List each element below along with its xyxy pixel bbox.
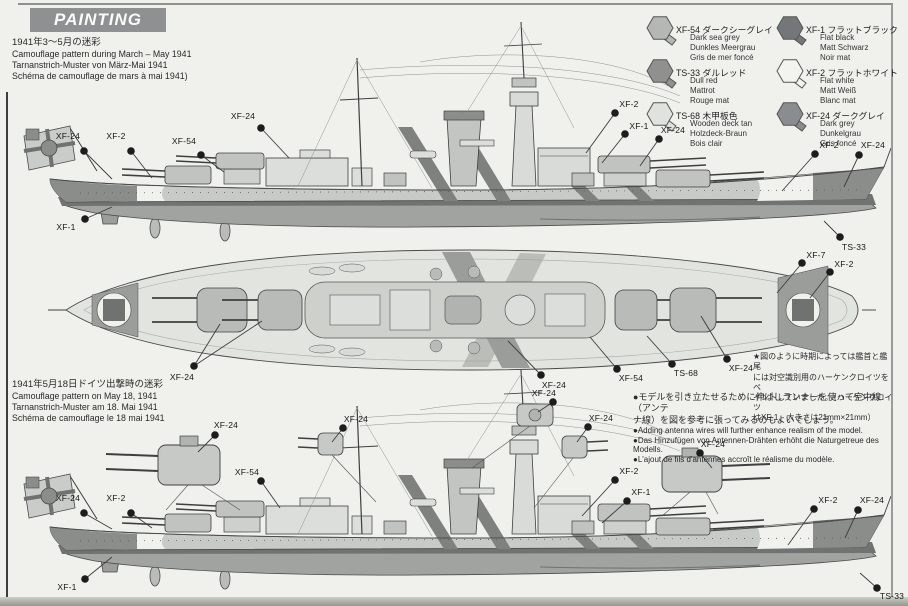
callout-dot [81,575,89,583]
paint-name: Holzdeck-Braun [690,129,747,138]
callout-dot [339,424,347,432]
callout-dot [537,371,545,379]
page-edge-top [18,3,893,5]
swastika-note: ★図のように時期によっては艦首と艦尾には対空識別用のハーケンクロイツをペイントし… [753,352,895,423]
paint-code: XF-2 フラットホワイト [806,68,898,78]
antenna-wire-note: ●モデルを引き立たせるために伸ばしランナーを使って空中線（アンテナ線）を図を参考… [633,392,895,464]
page-edge-right [891,4,893,597]
callout-dot [655,135,663,143]
paint-name: Flat white [820,76,855,85]
note-line: Camouflage pattern on May 18, 1941 [12,391,158,401]
plan-view [48,249,876,371]
callout-dot [127,509,135,517]
note-line: ●Das Hinzufügen von Antennen-Drähten erh… [633,435,879,455]
paint-chip-icon [646,16,677,46]
paint-chip-icon [776,16,807,46]
callout-dot [197,151,205,159]
callout-dot [127,147,135,155]
callout-dot [190,362,198,370]
paint-code: XF-24 ダークグレイ [806,111,885,121]
note-line: Schéma de camouflage de mars à mai 1941) [12,71,188,81]
note-line: Tarnanstrich-Muster von März-Mai 1941 [12,60,168,70]
paint-name: Dunkles Meergrau [690,43,756,52]
callout-dot [611,109,619,117]
callout-dot [257,477,265,485]
paint-name: Bois clair [690,139,723,148]
callout-dot [668,360,676,368]
callout-dot [80,147,88,155]
paint-name: Gris de mer foncé [690,53,754,62]
callout-dot [211,431,219,439]
paint-name: Rouge mat [690,96,730,105]
aa-mount-detail-left [297,432,377,503]
note-line: ★図のように時期によっては艦首と艦尾 [753,352,888,371]
turret-detail-forward [105,435,241,511]
note-line: Tarnanstrich-Muster am 18. Mai 1941 [12,402,158,412]
paint-name: Flat black [820,33,855,42]
callout-dot [81,215,89,223]
painting-section-header: PAINTING [30,8,166,32]
callout-dot [696,449,704,457]
page-title: PAINTING [54,10,142,29]
paint-chip-icon [646,102,677,132]
turret-detail-aft [661,447,771,517]
callout-dot [611,476,619,484]
callout-dot [855,151,863,159]
callout-dot [811,150,819,158]
paint-name: Noir mat [820,53,851,62]
paint-chip-icon [646,59,677,89]
callout-dot [549,398,557,406]
callout-dot [723,355,731,363]
page-edge-bottom [0,597,908,606]
callout-dot [810,505,818,513]
paint-name: Gris foncé [820,139,857,148]
paint-name: Wooden deck tan [690,119,753,128]
paint-name: Blanc mat [820,96,856,105]
paint-name: Matt Weiß [820,86,857,95]
note-line: 1941年5月18日ドイツ出撃時の迷彩 [12,379,163,390]
callout-dot [798,259,806,267]
paint-name: Matt Schwarz [820,43,869,52]
note-line: Camouflage pattern during March – May 19… [12,49,192,59]
note-line: ●Adding antenna wires will further enhan… [633,426,863,435]
paint-code: TS-68 木甲板色 [676,111,738,121]
page-edge-left [6,92,8,597]
paint-chip-icon [776,102,807,132]
callout-dot [854,506,862,514]
note-line: はXF-1、大きさは21mm×21mm） [753,413,876,422]
paint-name: Dark grey [820,119,855,128]
paint-code: XF-54 ダークシーグレイ [676,25,773,35]
callout-dot [613,365,621,373]
callout-dot [257,124,265,132]
callout-dot [836,233,844,241]
callout-dot [621,130,629,138]
paint-code: TS-33 ダルレッド [676,68,747,78]
paint-chip-icon [776,59,807,89]
paint-name: Dull red [690,76,718,85]
paint-name: Dunkelgrau [820,129,861,138]
paint-name: Dark sea grey [690,33,740,42]
callout-dot [623,497,631,505]
note-line: ●モデルを引き立たせるために伸ばしランナーを使って空中線（アンテ [633,392,881,413]
paint-name: Mattrot [690,86,715,95]
note-line: 1941年3～5月の迷彩 [12,37,101,48]
callout-dot [80,509,88,517]
note-line: イントしていました。（ハーケンクロイツ [753,393,893,412]
callout-dot [584,423,592,431]
note-line: には対空識別用のハーケンクロイツをペ [753,373,889,392]
note-line: ナ線）を図を参考に張ってみるのもよいでしょう。 [633,415,839,425]
note-line: ●L'ajout de fils d'antennes accroît le r… [633,454,835,464]
paint-code: XF-1 フラットブラック [806,25,898,35]
note-line: Schéma de camouflage le 18 mai 1941 [12,413,165,423]
aa-mount-detail-right [533,435,609,509]
director-detail [471,403,554,469]
callout-dot [826,268,834,276]
callout-dot [873,584,881,592]
